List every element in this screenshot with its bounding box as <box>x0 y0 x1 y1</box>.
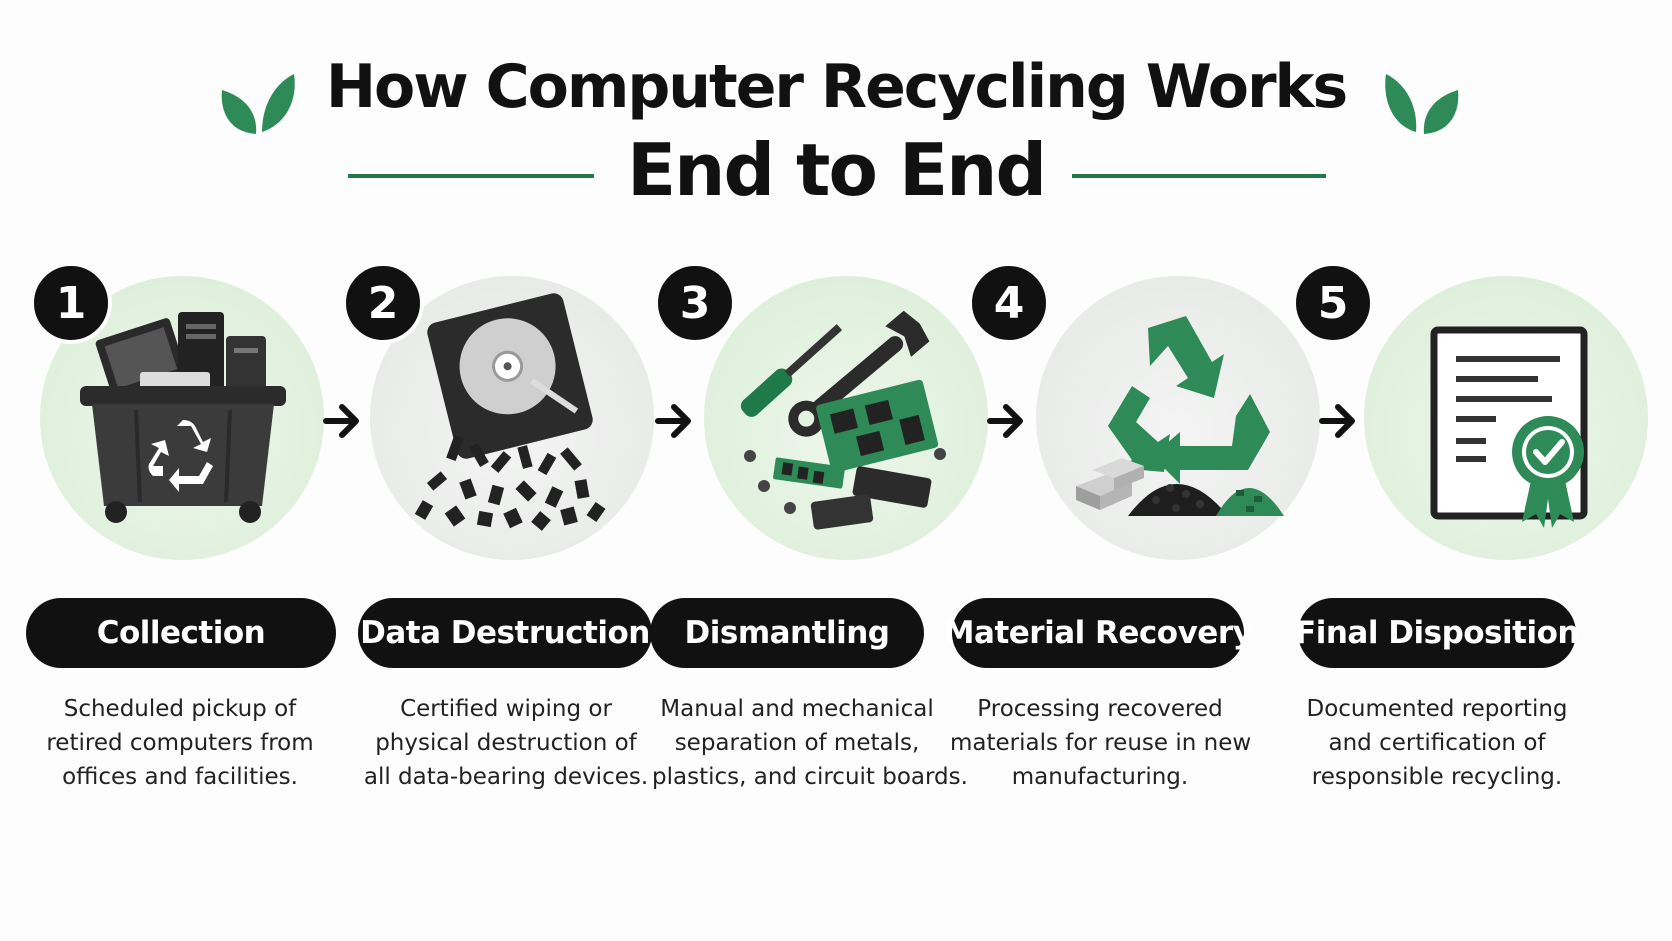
arrow-right-icon <box>987 404 1023 438</box>
recycling-bin-icon <box>80 312 286 523</box>
step-description: Processing recovered materials for reuse… <box>950 696 1252 790</box>
shredded-hard-drive-icon <box>414 293 606 531</box>
step-number-badge: 5 <box>1292 262 1374 344</box>
title-rule-left <box>348 174 594 178</box>
arrow-right-icon <box>1319 404 1355 438</box>
step-number-badge: 4 <box>968 262 1050 344</box>
page-subtitle: End to End <box>627 128 1047 212</box>
step-description: Documented reporting and certification o… <box>1306 696 1568 790</box>
certificate-icon <box>1430 326 1588 528</box>
arrow-right-icon <box>323 404 359 438</box>
step-number-badge: 3 <box>654 262 736 344</box>
step-label: Dismantling <box>650 598 924 668</box>
step-description: Scheduled pickup of retired computers fr… <box>46 696 314 790</box>
step-number-badge: 1 <box>30 262 112 344</box>
step-label: Material Recovery <box>944 598 1253 668</box>
step-description: Manual and mechanical separation of meta… <box>652 696 968 790</box>
arrow-right-icon <box>655 404 691 438</box>
leaf-left-icon <box>221 74 295 134</box>
leaf-right-icon <box>1385 74 1459 134</box>
page-title: How Computer Recycling Works <box>325 52 1348 122</box>
recycle-symbol-icon <box>1076 316 1284 516</box>
step-label: Collection <box>26 598 336 668</box>
step-label: Final Disposition <box>1295 598 1579 668</box>
step-number-badge: 2 <box>342 262 424 344</box>
tools-and-components-icon <box>740 310 946 530</box>
title-area: How Computer Recycling Works End to End <box>0 0 1672 230</box>
step-label: Data Destruction <box>358 598 652 668</box>
title-rule-right <box>1072 174 1326 178</box>
step-description: Certified wiping or physical destruction… <box>363 696 649 790</box>
